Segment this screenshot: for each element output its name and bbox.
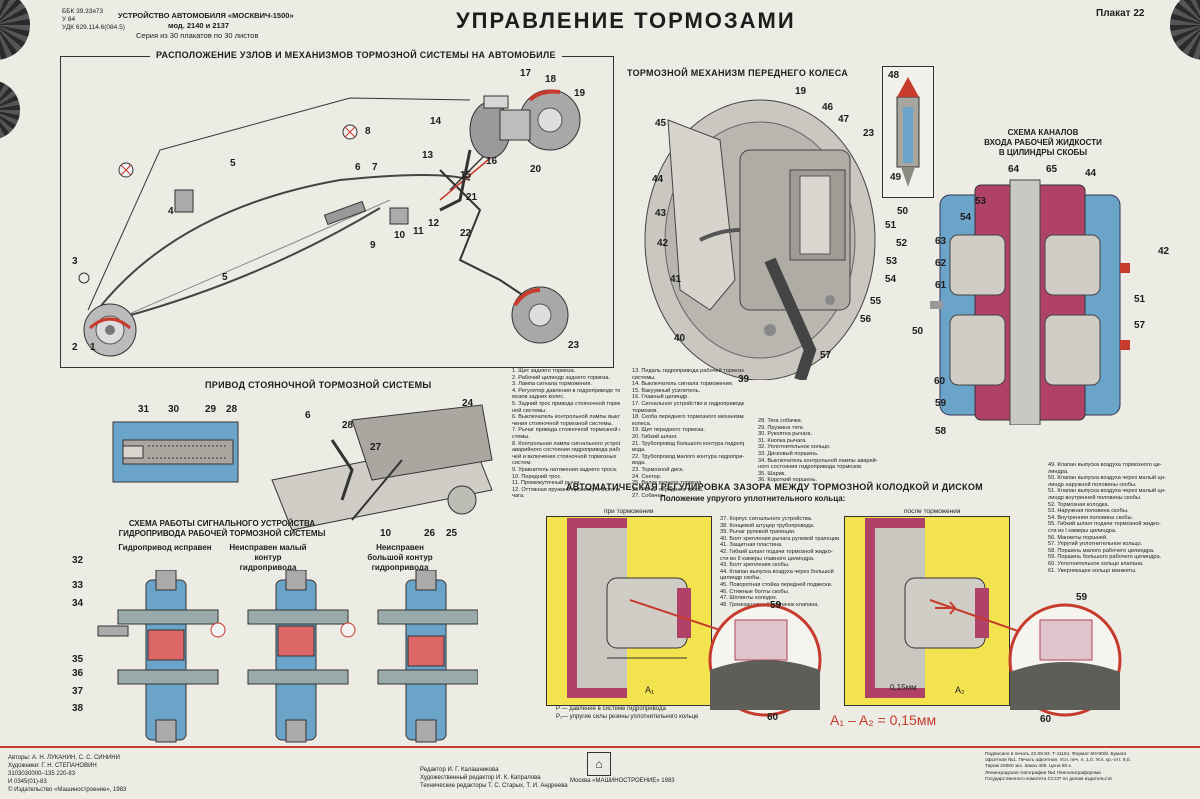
publisher-logo-icon: ⌂: [587, 752, 611, 776]
pressure-notes: P — давление в системе гидропривода P₁— …: [556, 706, 699, 720]
vacuum-booster: [469, 95, 531, 159]
gap-label: 0,15мм: [890, 683, 917, 692]
ring-diagram-braking: [567, 518, 691, 698]
footer-publisher: Москва «МАШИНОСТРОЕНИЕ» 1983: [570, 778, 675, 784]
auto-regulation-subtitle: Положение упругого уплотнительного кольц…: [660, 494, 846, 503]
front-brake-mechanism-diagram: [644, 99, 876, 380]
footer-print-info: Подписано в печать 22.08.83. Т-11161. Фо…: [985, 752, 1131, 782]
bibliographic-codes: ББК 39.33я73 У 84 УДК 629.114.6(084.5): [62, 8, 125, 31]
footer-divider: [0, 746, 1200, 748]
a2-label: A₂: [955, 685, 965, 695]
front-brake-disc-bottom: [511, 286, 569, 344]
plate-number: Плакат 22: [1096, 8, 1145, 19]
parking-lever-mechanism: [271, 404, 493, 531]
a1-label: A₁: [645, 685, 655, 695]
ring-state-braking: при торможении: [600, 508, 658, 515]
gap-formula: A₁ – A₂ = 0,15мм: [830, 712, 937, 728]
caliper-channels-diagram: [930, 179, 1130, 425]
footer-authors: Авторы: А. Н. ЛУКАНИН, С. С. СИНИНИ Худо…: [8, 755, 127, 793]
channels-section-title: СХЕМА КАНАЛОВ ВХОДА РАБОЧЕЙ ЖИДКОСТИ В Ц…: [984, 128, 1102, 157]
footer-editors: Редактор И. Г. Калашникова Художественны…: [420, 767, 568, 789]
legend-column-2: 13. Педаль гидропривода рабочей тормозно…: [632, 368, 744, 500]
layout-section-title: РАСПОЛОЖЕНИЕ УЗЛОВ И МЕХАНИЗМОВ ТОРМОЗНО…: [150, 50, 562, 60]
signal-state-ok: Гидропривод исправен: [118, 543, 212, 552]
gear-decoration-top-left: [0, 0, 30, 60]
gear-decoration-top-right: [1170, 0, 1200, 60]
ring-diagram-after: [865, 518, 989, 698]
signal-state-large-fault: Неисправен большой контур гидропривода: [367, 543, 433, 572]
poster-series-info: УСТРОЙСТВО АВТОМОБИЛЯ «МОСКВИЧ-1500» мод…: [118, 11, 294, 40]
brake-system-layout-diagram: [78, 89, 581, 357]
auto-regulation-section-title: АВТОМАТИЧЕСКАЯ РЕГУЛИРОВКА ЗАЗОРА МЕЖДУ …: [566, 482, 983, 492]
legend-column-3: 28. Тяга собачки.29. Пружина тяги.30. Ру…: [758, 418, 878, 484]
front-brake-disc-top: [519, 89, 581, 151]
gear-decoration-left: [0, 80, 20, 140]
legend-column-5: 49. Клапан выпуска воздуха тормозного ци…: [1048, 462, 1166, 574]
signal-device-diagrams: [97, 570, 478, 743]
ring-zoom-details: [629, 599, 1122, 717]
ring-state-after: после торможения: [900, 508, 965, 515]
poster-title: УПРАВЛЕНИЕ ТОРМОЗАМИ: [456, 8, 796, 33]
rear-brake-drum: [83, 303, 137, 357]
signal-state-small-fault: Неисправен малый контур гидропривода: [229, 543, 307, 572]
signal-section-title: СХЕМА РАБОТЫ СИГНАЛЬНОГО УСТРОЙСТВА ГИДР…: [118, 519, 326, 538]
valve-inset: [882, 66, 934, 198]
parking-lever-cutaway: [112, 421, 239, 483]
legend-column-1: 1. Щит заднего тормоза.2. Рабочий цилинд…: [512, 368, 620, 500]
front-brake-section-title: ТОРМОЗНОЙ МЕХАНИЗМ ПЕРЕДНЕГО КОЛЕСА: [627, 68, 849, 78]
parking-brake-section-title: ПРИВОД СТОЯНОЧНОЙ ТОРМОЗНОЙ СИСТЕМЫ: [205, 380, 432, 390]
